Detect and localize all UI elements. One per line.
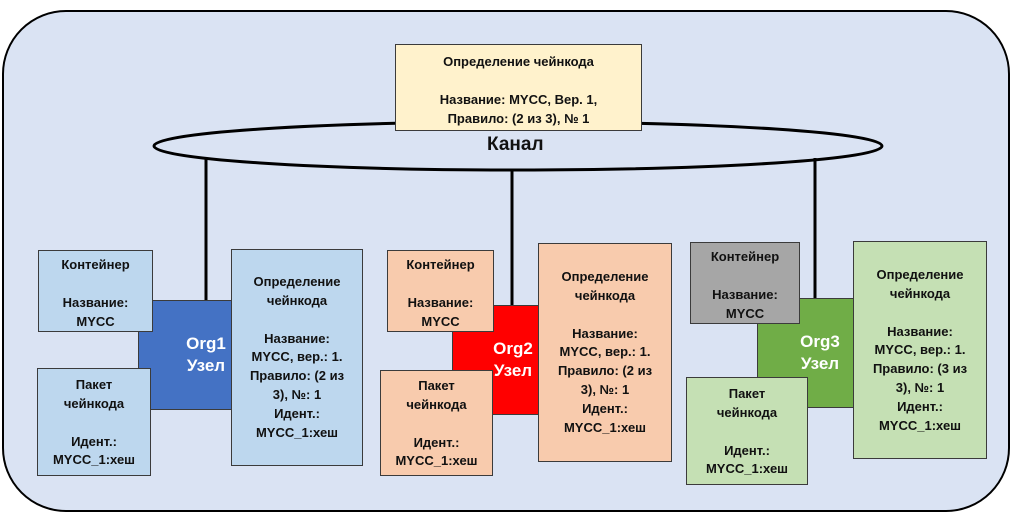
org3-chaincode-package: Пакет чейнкода Идент.: MYCC_1:хеш bbox=[686, 377, 808, 485]
org2-chaincode-definition: Определение чейнкода Название: MYCC, вер… bbox=[538, 243, 672, 462]
org3-container: Контейнер Название: MYCC bbox=[690, 242, 800, 324]
channel-chaincode-definition: Определение чейнкода Название: MYCC, Вер… bbox=[395, 44, 642, 131]
org1-container: Контейнер Название: MYCC bbox=[38, 250, 153, 332]
org2-chaincode-package: Пакет чейнкода Идент.: MYCC_1:хеш bbox=[380, 370, 493, 476]
org2-container: Контейнер Название: MYCC bbox=[387, 250, 494, 332]
channel-label: Канал bbox=[487, 134, 544, 155]
org3-chaincode-definition: Определение чейнкода Название: MYCC, вер… bbox=[853, 241, 987, 459]
org1-chaincode-package: Пакет чейнкода Идент.: MYCC_1:хеш bbox=[37, 368, 151, 476]
org1-chaincode-definition: Определение чейнкода Название: MYCC, вер… bbox=[231, 249, 363, 466]
